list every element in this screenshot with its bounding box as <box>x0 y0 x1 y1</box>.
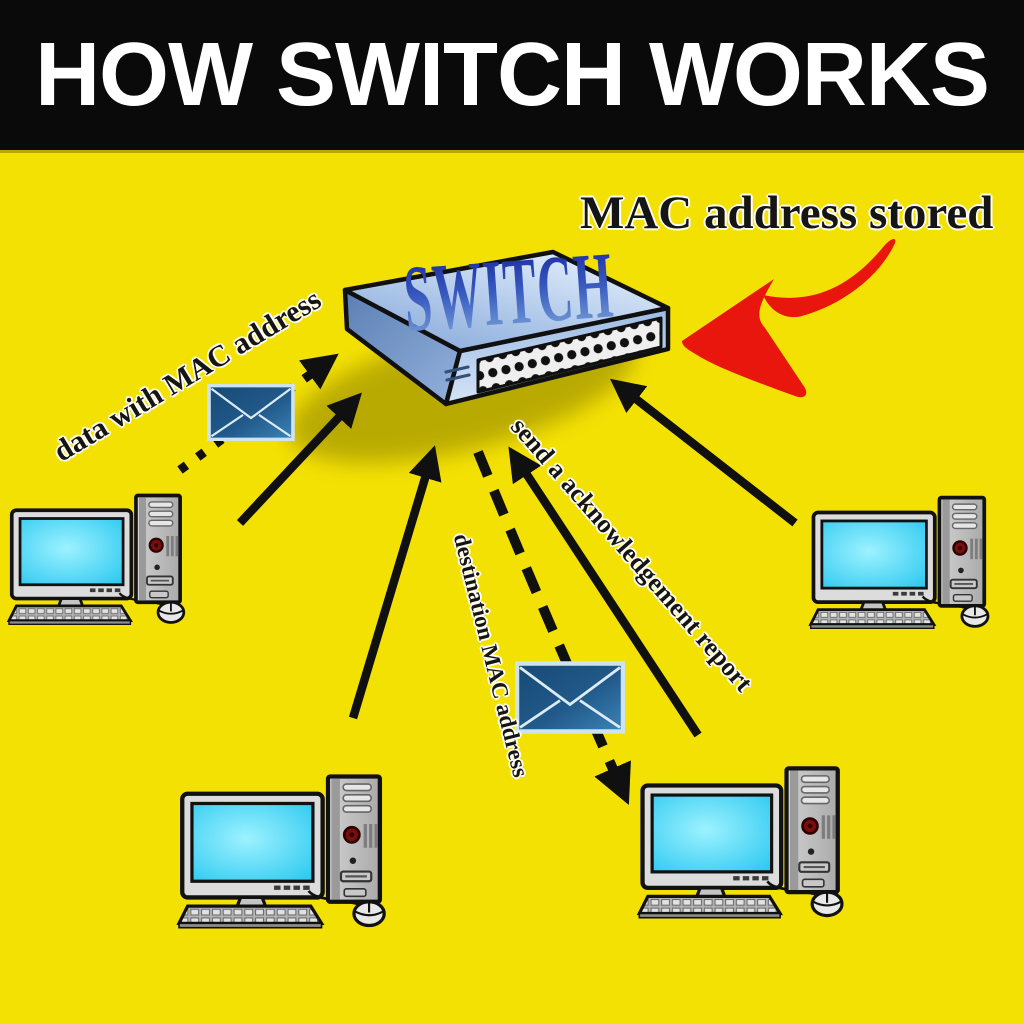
computer-bottom-right <box>639 768 842 917</box>
envelope-icon <box>207 384 295 441</box>
envelope-icon <box>517 664 623 732</box>
arrow-bottomleft-pc-to-switch <box>348 445 442 720</box>
arrow-switch-to-destination-dashed <box>473 450 631 805</box>
arrow-bottomright-pc-to-switch <box>508 446 702 738</box>
arrow-right-pc-to-switch <box>609 378 798 527</box>
switch-illustration <box>342 249 671 407</box>
computer-bottom-left <box>179 776 384 927</box>
switch-label: SWITCH <box>400 231 617 352</box>
computer-top-left <box>7 493 186 627</box>
mac-address-stored-label: MAC address stored <box>580 187 994 239</box>
network-diagram <box>7 239 990 1024</box>
page-title: HOW SWITCH WORKS <box>35 24 990 125</box>
red-callout-arrow <box>682 239 896 398</box>
header-bar: HOW SWITCH WORKS <box>0 0 1024 153</box>
arrow-left-pc-to-switch <box>236 392 362 526</box>
computer-top-right <box>808 495 990 631</box>
